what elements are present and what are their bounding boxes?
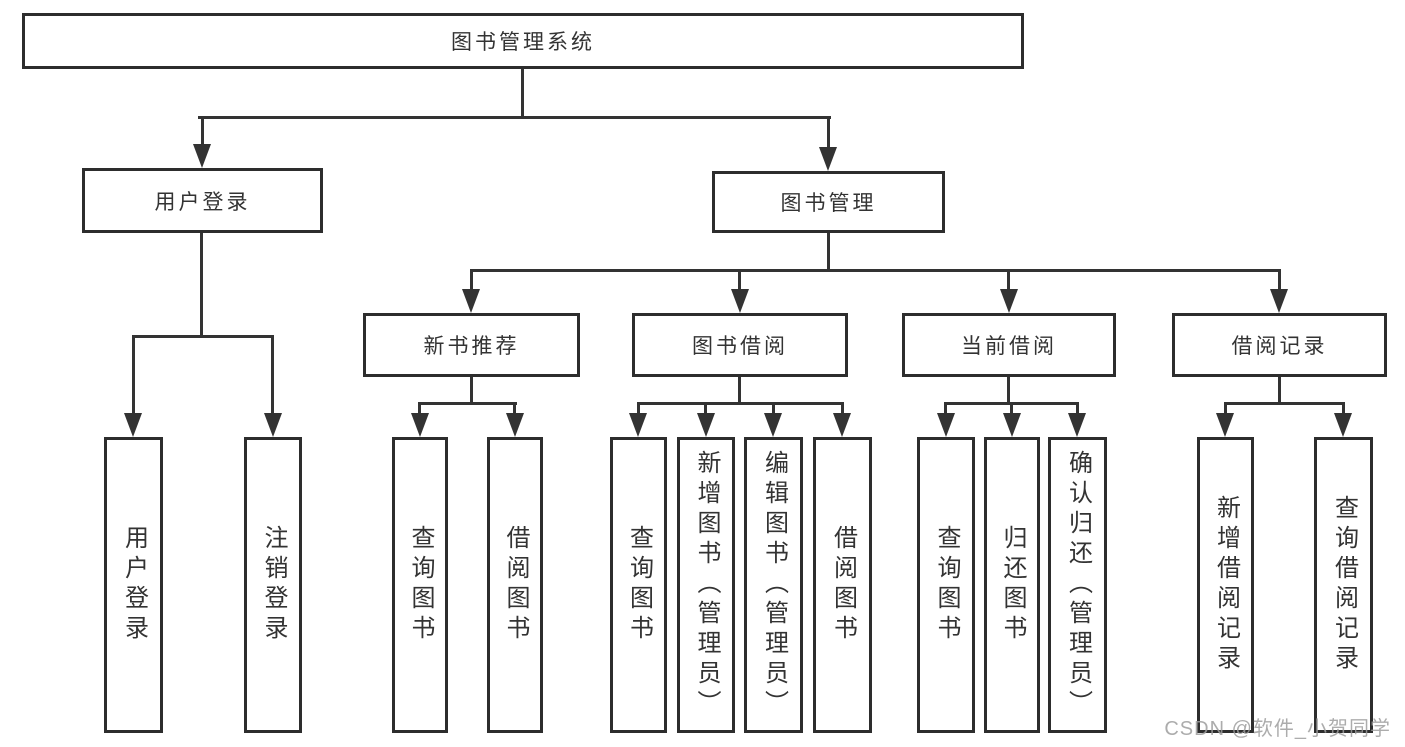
leaf-query-borrow-record: 查询借阅记录 xyxy=(1314,437,1373,733)
leaf-confirm-return-admin: 确认归还（管理员） xyxy=(1048,437,1107,733)
leaf-add-books-admin: 新增图书（管理员） xyxy=(677,437,735,733)
arrowhead xyxy=(833,413,851,437)
node-current-borrow: 当前借阅 xyxy=(902,313,1116,377)
connector-line xyxy=(132,335,274,338)
node-book-borrow: 图书借阅 xyxy=(632,313,848,377)
node-new-book-rec: 新书推荐 xyxy=(363,313,580,377)
arrowhead xyxy=(1270,289,1288,313)
connector-line xyxy=(738,377,741,404)
connector-line xyxy=(637,402,844,405)
arrowhead xyxy=(937,413,955,437)
connector-line xyxy=(772,402,775,417)
node-book-borrow-label: 图书借阅 xyxy=(692,335,788,358)
connector-line xyxy=(198,116,831,119)
connector-line xyxy=(1076,402,1079,417)
arrowhead xyxy=(1334,413,1352,437)
connector-line xyxy=(271,335,274,417)
arrowhead xyxy=(1216,413,1234,437)
arrowhead xyxy=(462,289,480,313)
leaf-query-books-b: 查询图书 xyxy=(610,437,667,733)
leaf-user-login-label: 用户登录 xyxy=(120,525,148,645)
node-book-mgmt: 图书管理 xyxy=(712,171,945,233)
connector-line xyxy=(944,402,947,417)
arrowhead xyxy=(764,413,782,437)
leaf-add-borrow-record-label: 新增借阅记录 xyxy=(1212,495,1240,675)
arrowhead xyxy=(697,413,715,437)
leaf-add-borrow-record: 新增借阅记录 xyxy=(1197,437,1254,733)
arrowhead xyxy=(731,289,749,313)
leaf-logout: 注销登录 xyxy=(244,437,302,733)
leaf-query-books-b-label: 查询图书 xyxy=(625,525,653,645)
leaf-borrow-books-b: 借阅图书 xyxy=(813,437,872,733)
leaf-return-books-label: 归还图书 xyxy=(999,525,1026,645)
arrowhead xyxy=(124,413,142,437)
connector-line xyxy=(521,69,524,118)
connector-line xyxy=(470,269,473,293)
connector-line xyxy=(1007,269,1010,293)
node-borrow-records-label: 借阅记录 xyxy=(1231,335,1328,358)
node-new-book-rec-label: 新书推荐 xyxy=(423,335,520,358)
leaf-borrow-books-b-label: 借阅图书 xyxy=(829,525,857,645)
connector-line xyxy=(418,402,517,405)
leaf-query-books-c: 查询图书 xyxy=(917,437,975,733)
connector-line xyxy=(841,402,844,417)
connector-line xyxy=(738,269,741,293)
connector-line xyxy=(1007,377,1010,404)
node-current-borrow-label: 当前借阅 xyxy=(961,335,1057,358)
connector-line xyxy=(513,402,516,417)
leaf-user-login: 用户登录 xyxy=(104,437,163,733)
leaf-query-books-c-label: 查询图书 xyxy=(933,525,960,645)
connector-line xyxy=(418,402,421,417)
leaf-query-books-a-label: 查询图书 xyxy=(407,525,434,645)
connector-line xyxy=(637,402,640,417)
arrowhead xyxy=(629,413,647,437)
leaf-logout-label: 注销登录 xyxy=(260,525,287,645)
arrowhead xyxy=(819,147,837,171)
arrowhead xyxy=(264,413,282,437)
connector-line xyxy=(1342,402,1345,417)
connector-line xyxy=(132,335,135,417)
leaf-query-books-a: 查询图书 xyxy=(392,437,448,733)
arrowhead xyxy=(1068,413,1086,437)
connector-line xyxy=(1278,269,1281,293)
watermark: CSDN @软件_小贺同学 xyxy=(1164,718,1391,740)
connector-line xyxy=(201,116,204,148)
connector-line xyxy=(470,269,1281,272)
connector-line xyxy=(470,377,473,404)
leaf-borrow-books-a-label: 借阅图书 xyxy=(502,525,529,645)
connector-line xyxy=(827,116,830,151)
arrowhead xyxy=(1003,413,1021,437)
connector-line xyxy=(1278,377,1281,404)
leaf-query-borrow-record-label: 查询借阅记录 xyxy=(1330,495,1358,675)
leaf-confirm-return-admin-label: 确认归还（管理员） xyxy=(1064,450,1092,720)
connector-line xyxy=(704,402,707,417)
connector-line xyxy=(1224,402,1345,405)
leaf-return-books: 归还图书 xyxy=(984,437,1040,733)
connector-line xyxy=(827,233,830,271)
arrowhead xyxy=(193,144,211,168)
node-user-login: 用户登录 xyxy=(82,168,323,233)
leaf-edit-books-admin-label: 编辑图书（管理员） xyxy=(760,450,788,720)
connector-line xyxy=(1010,402,1013,417)
node-root: 图书管理系统 xyxy=(22,13,1024,69)
node-borrow-records: 借阅记录 xyxy=(1172,313,1387,377)
leaf-edit-books-admin: 编辑图书（管理员） xyxy=(744,437,803,733)
node-book-mgmt-label: 图书管理 xyxy=(780,192,877,215)
node-user-login-label: 用户登录 xyxy=(154,190,251,214)
arrowhead xyxy=(411,413,429,437)
arrowhead xyxy=(1000,289,1018,313)
leaf-add-books-admin-label: 新增图书（管理员） xyxy=(693,450,720,720)
arrowhead xyxy=(506,413,524,437)
connector-line xyxy=(1224,402,1227,417)
connector-line xyxy=(200,233,203,337)
node-root-label: 图书管理系统 xyxy=(451,31,595,54)
leaf-borrow-books-a: 借阅图书 xyxy=(487,437,543,733)
